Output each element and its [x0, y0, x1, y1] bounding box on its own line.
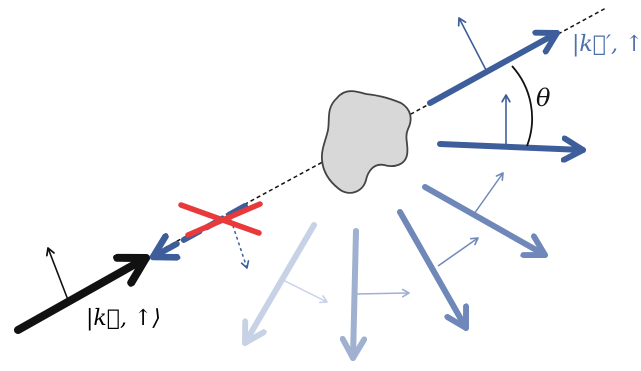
scattered-spin-arrow-1 [473, 172, 504, 215]
scattered-spin-arrow-4 [280, 278, 328, 304]
scattering-angle-label: θ [536, 84, 551, 112]
scattered-spin-arrow-2 [437, 237, 479, 267]
angle-arc [511, 65, 533, 147]
scattered-arrow-2 [397, 209, 466, 331]
blocked-cross-icon [178, 201, 263, 238]
incoming-state-label: |k⃗, ↑⟩ [86, 306, 161, 331]
scattered-arrow-3 [353, 228, 356, 361]
outgoing-momentum-arrow [427, 33, 560, 106]
outgoing-spin-arrow [457, 17, 487, 71]
scattered-arrow-1 [422, 184, 548, 255]
incoming-momentum-arrow [14, 258, 150, 334]
scattered-spin-arrow-3 [354, 288, 410, 298]
outgoing-state-label: |k⃗′, ↑⟩ [572, 32, 641, 57]
incoming-spin-arrow [45, 247, 69, 301]
reference-direction-arrow [437, 144, 586, 150]
scattering-target-icon [320, 90, 412, 194]
scattered-arrow-4 [242, 222, 317, 346]
